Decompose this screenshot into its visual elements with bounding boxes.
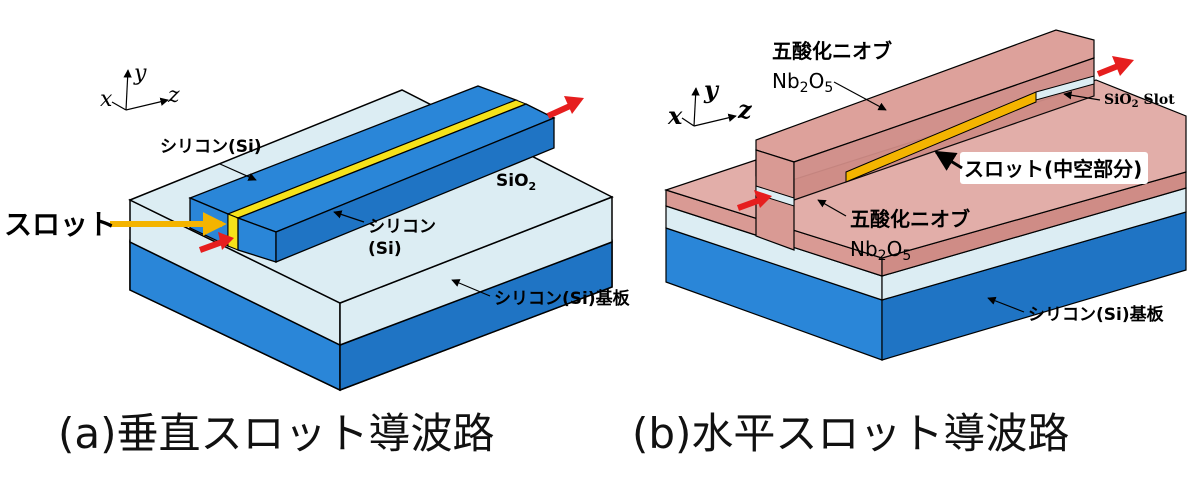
b-axis-y-label: y xyxy=(703,75,720,104)
b-label-nb-top-formula: Nb2O5 xyxy=(772,69,833,96)
panel-a-vertical-slot: y z x スロット シリコン(Si) シリコン (Si) SiO2 シリコン(… xyxy=(4,61,631,458)
b-axis-x-label: x xyxy=(667,101,683,130)
panel-b-horizontal-slot: y z x 五酸化ニオブ Nb2O5 SiO2 Slot スロット(中空部分) … xyxy=(632,29,1187,458)
b-label-slot-center-bg xyxy=(960,152,1148,184)
b-label-sio2-slot: SiO2 Slot xyxy=(1104,92,1175,110)
b-leader-nb-bottom xyxy=(817,199,847,217)
a-label-substrate: シリコン(Si)基板 xyxy=(494,288,631,309)
b-caption: (b)水平スロット導波路 xyxy=(632,409,1069,458)
b-slot-center xyxy=(845,91,1037,183)
a-label-si-left: シリコン(Si) xyxy=(160,137,262,157)
a-leader-si-left xyxy=(219,163,257,181)
a-si-right-side xyxy=(275,117,555,263)
a-label-sio2: SiO2 xyxy=(496,171,536,193)
b-leader-substrate xyxy=(987,296,1025,313)
b-arrow-out xyxy=(1096,56,1134,77)
b-axis-z-label: z xyxy=(737,95,753,124)
b-label-nb-bottom-formula: Nb2O5 xyxy=(850,237,911,264)
b-axes-icon: y z x xyxy=(667,75,753,130)
b-arrow-in xyxy=(736,190,772,211)
b-label-substrate: シリコン(Si)基板 xyxy=(1028,304,1165,325)
b-leader-sio2-slot xyxy=(1063,91,1101,101)
a-label-si-right-2: (Si) xyxy=(368,239,402,259)
a-leader-si-right xyxy=(333,210,365,223)
a-slot-front xyxy=(227,213,239,251)
a-arrow-out xyxy=(546,96,584,119)
a-axis-y-label: y xyxy=(133,61,147,86)
a-axis-z-label: z xyxy=(167,83,180,108)
b-leader-slot-center xyxy=(934,150,963,171)
a-label-si-right-1: シリコン xyxy=(368,217,436,237)
a-axes-icon: y z x xyxy=(100,61,180,112)
a-arrow-in xyxy=(198,232,234,253)
a-leader-substrate xyxy=(451,279,491,297)
a-caption: (a)垂直スロット導波路 xyxy=(58,409,495,458)
b-label-slot-center: スロット(中空部分) xyxy=(964,157,1142,181)
b-leader-nb-top xyxy=(833,81,887,111)
a-label-slot: スロット xyxy=(4,208,116,241)
a-axis-x-label: x xyxy=(100,87,113,112)
b-label-nb-top: 五酸化ニオブ xyxy=(772,39,892,63)
b-label-nb-bottom: 五酸化ニオブ xyxy=(850,207,970,231)
